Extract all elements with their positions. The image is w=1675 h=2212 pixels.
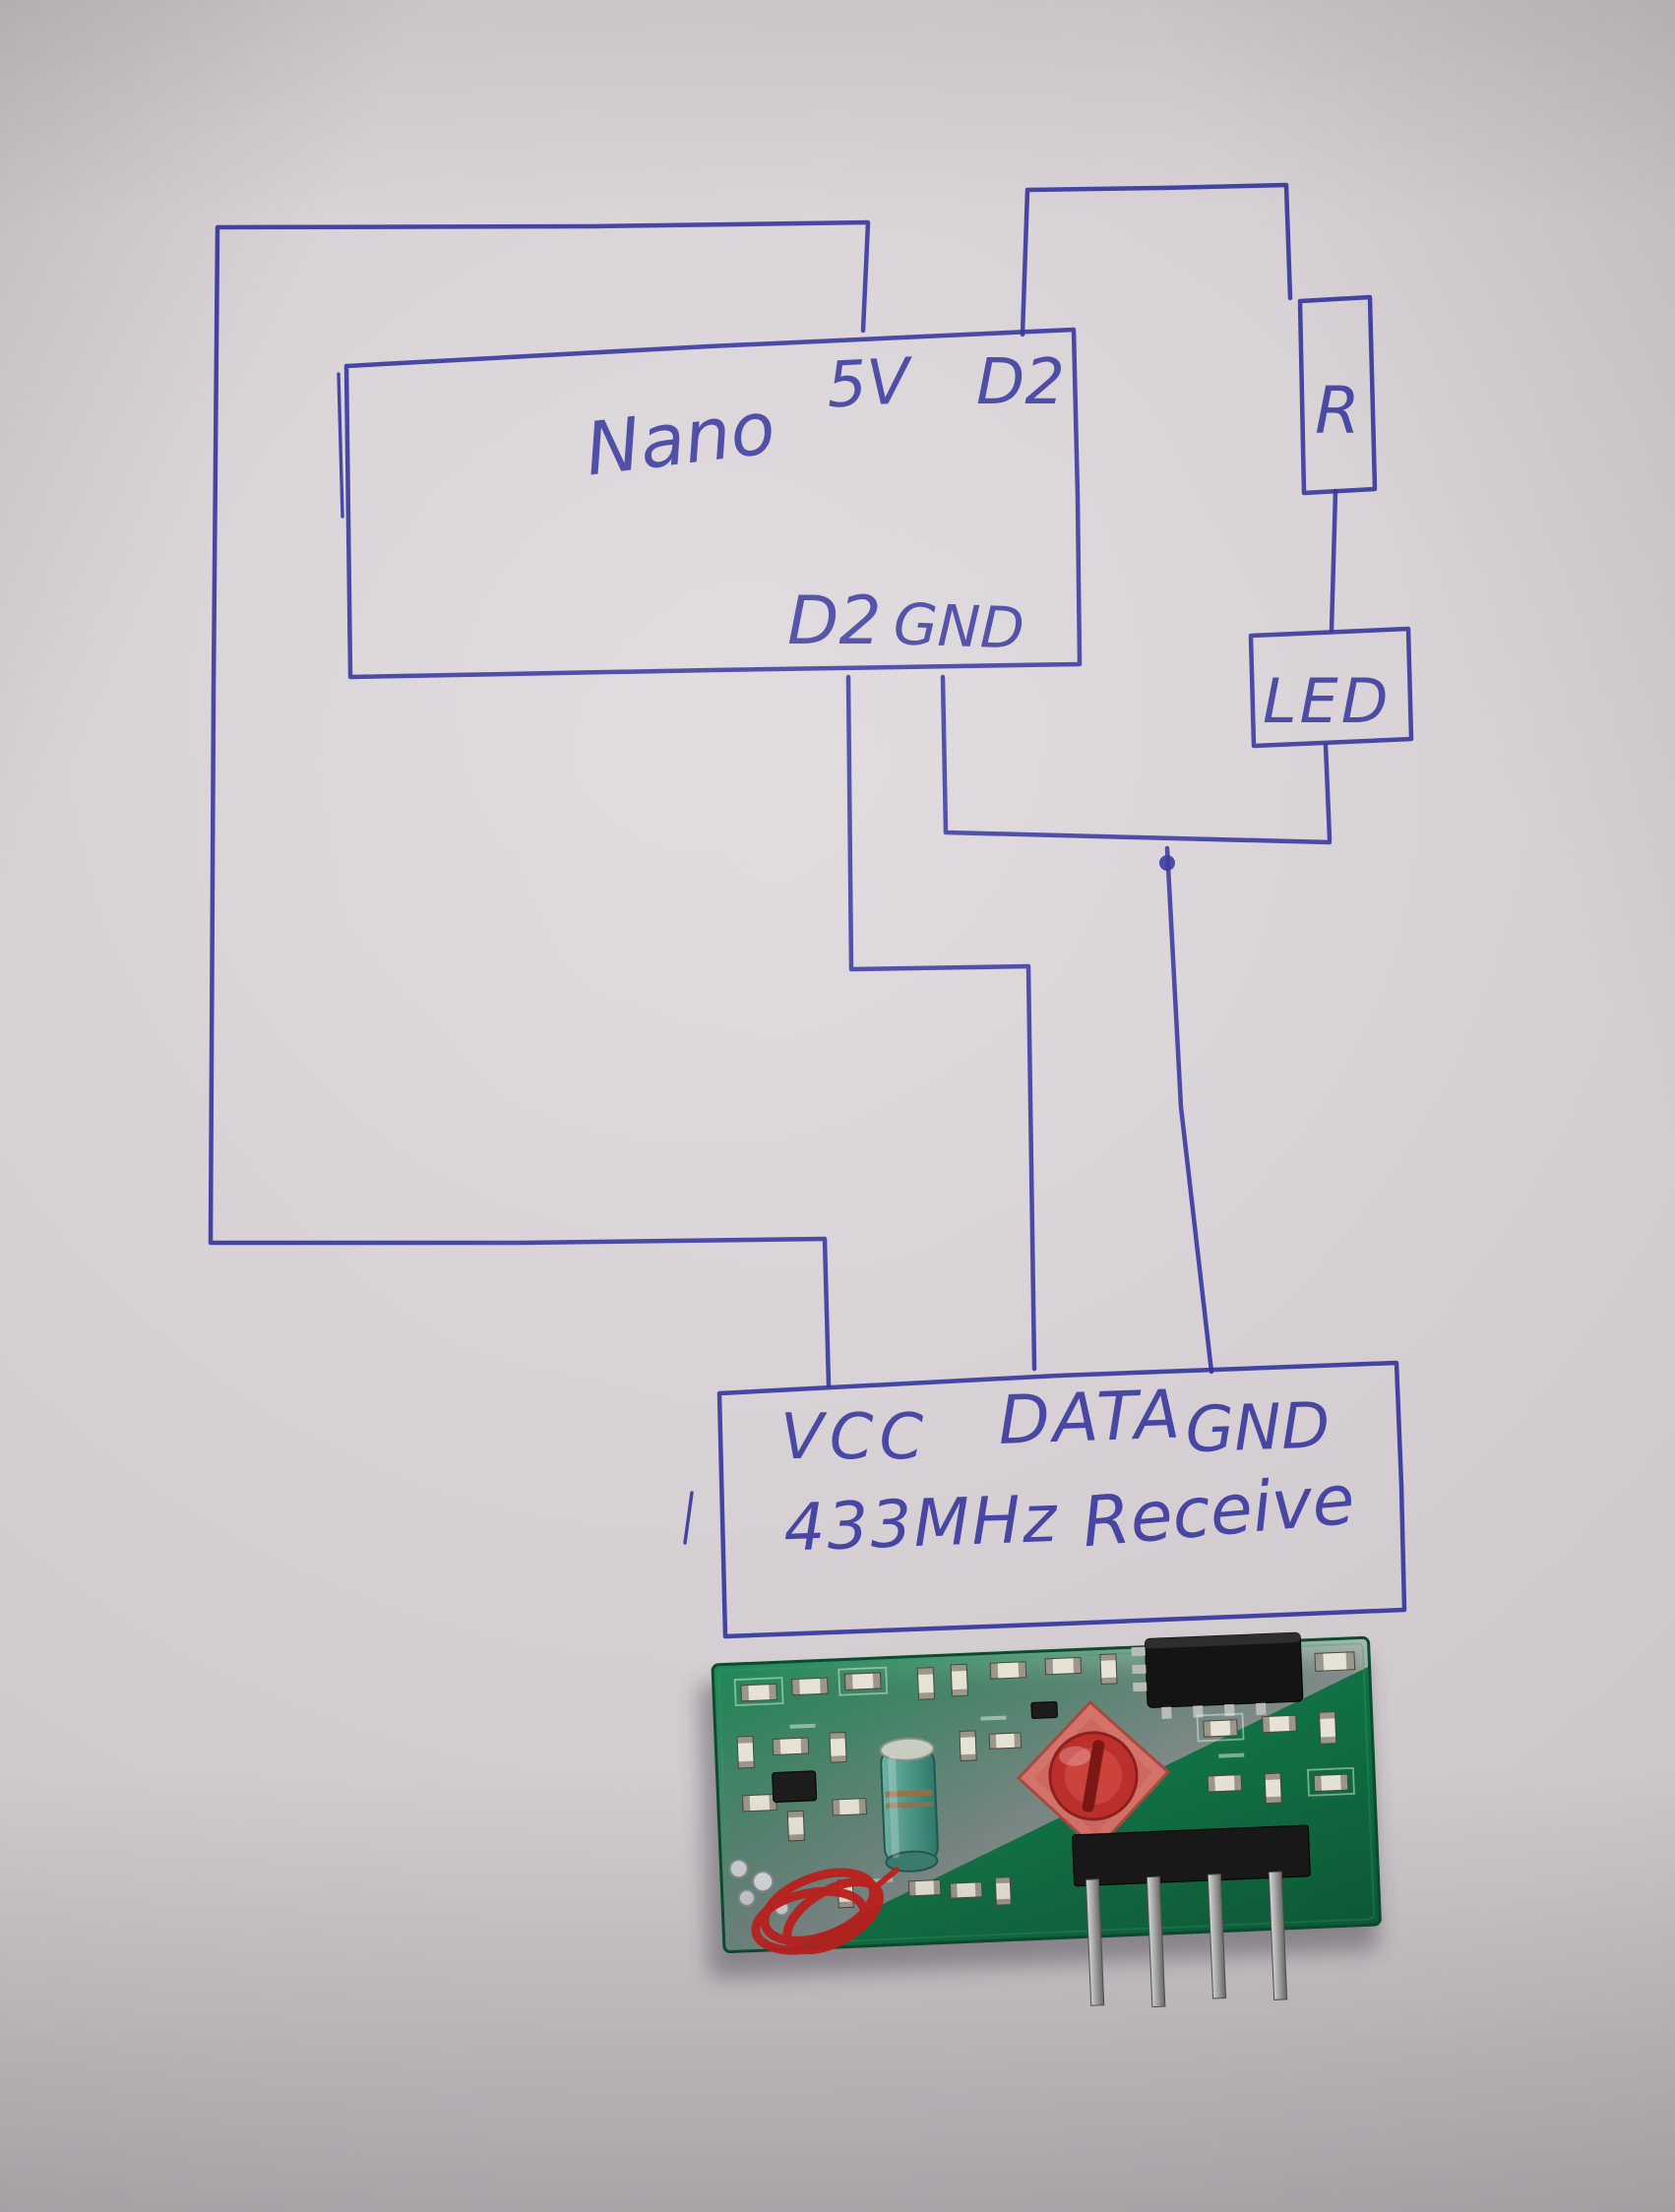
antenna-coil-loop: [782, 1877, 884, 1955]
smd-resistor: [829, 1731, 847, 1763]
resistor-box: [1297, 294, 1378, 496]
ic-lead: [1133, 1682, 1148, 1692]
wire-gnd-rail: [940, 674, 1333, 845]
ic-highlight: [1145, 1632, 1301, 1649]
nano-pin-d2-top-label: D2: [976, 346, 1065, 419]
receiver-box: [716, 1360, 1407, 1639]
solder-joint: [728, 1859, 749, 1879]
header-pin: [1207, 1874, 1227, 1999]
inductor-highlight: [888, 1755, 900, 1859]
smd-resistor: [843, 1672, 882, 1690]
silkscreen-text-mark: [789, 1723, 816, 1729]
smd-resistor: [1203, 1719, 1238, 1738]
nano-pin-5v-label: 5V: [825, 345, 915, 423]
smd-resistor: [1207, 1774, 1243, 1793]
inductor-bottom-cap: [885, 1850, 939, 1873]
smd-resistor: [1313, 1773, 1349, 1793]
stray-pen-mark: [683, 1491, 694, 1545]
silkscreen-text-mark: [1218, 1752, 1245, 1758]
silkscreen-marks: [733, 1666, 1355, 1883]
receiver-pin-data-label: DATA: [997, 1376, 1184, 1460]
smd-resistor: [786, 1810, 805, 1842]
nano-label: Nano: [581, 386, 779, 493]
smd-resistor: [916, 1667, 936, 1700]
smd-resistor: [832, 1798, 867, 1816]
wire-junction-to-receiver-gnd: [1164, 845, 1214, 1375]
silkscreen-text-mark: [980, 1715, 1007, 1721]
inductor-winding: [885, 1789, 933, 1798]
antenna-coil: [751, 1867, 900, 1955]
pcb-board-edge-highlight: [717, 1642, 1376, 1947]
led-box: [1248, 626, 1414, 749]
smd-resistor: [1314, 1651, 1356, 1672]
silkscreen-outline: [1196, 1712, 1245, 1743]
silkscreen-outline: [733, 1677, 784, 1707]
smd-resistor: [994, 1876, 1012, 1906]
wire-d2-to-data: [845, 674, 1037, 1372]
schematic: Nano 5V D2 D2 GND R LED VCC DATA GND 433…: [208, 182, 1414, 1639]
wire-led-to-junction: [1323, 742, 1333, 842]
pin-header-base: [1072, 1824, 1311, 1887]
silkscreen-outline: [838, 1666, 889, 1696]
nano-box-retrace: [337, 372, 344, 519]
solder-joint: [737, 1888, 756, 1907]
smd-resistor: [1099, 1653, 1118, 1686]
receiver-pin-gnd-label: GND: [1184, 1389, 1331, 1467]
header-pin: [1085, 1878, 1105, 2006]
smd-resistor: [1262, 1714, 1297, 1734]
pin-header: [1072, 1824, 1311, 2008]
trimmer-inductor: [1016, 1699, 1171, 1852]
receiver-pin-vcc-label: VCC: [780, 1401, 929, 1474]
smd-resistor: [740, 1683, 777, 1702]
inductor-top-cap: [879, 1737, 935, 1761]
smd-resistor: [791, 1677, 829, 1696]
smd-diode: [1030, 1700, 1058, 1719]
smd-resistor: [772, 1737, 810, 1756]
smd-components: [736, 1651, 1356, 1909]
ic-lead: [1131, 1646, 1146, 1657]
smd-resistor: [988, 1732, 1023, 1750]
inductor-coil: [879, 1737, 939, 1873]
smd-resistor: [1044, 1656, 1083, 1676]
inductor-winding: [885, 1801, 934, 1809]
nano-box: [343, 327, 1083, 680]
smd-resistor: [1264, 1772, 1282, 1805]
smd-resistor: [1318, 1711, 1337, 1745]
smd-resistor: [907, 1879, 942, 1897]
smd-resistor: [959, 1730, 977, 1762]
smd-resistor: [989, 1661, 1027, 1680]
silkscreen-outline: [1306, 1766, 1355, 1797]
ic-lead: [1256, 1702, 1267, 1715]
smd-resistor: [949, 1881, 983, 1899]
antenna-coil-lead: [870, 1867, 900, 1892]
header-pin: [1268, 1871, 1288, 2000]
smd-resistor: [736, 1735, 755, 1769]
trimmer-highlight: [1059, 1746, 1091, 1766]
receiver-name-label: Receive: [1079, 1458, 1357, 1563]
header-pin: [1146, 1875, 1166, 2008]
led-label: LED: [1263, 665, 1391, 737]
wire-5v-to-vcc: [208, 219, 871, 1388]
trimmer-slot: [1082, 1740, 1105, 1813]
ic-lead: [1132, 1664, 1147, 1675]
smd-resistor: [741, 1793, 777, 1813]
wire-resistor-to-led: [1329, 488, 1338, 634]
solder-joint: [752, 1871, 775, 1893]
resistor-label: R: [1315, 373, 1360, 449]
receiver-freq-label: 433MHz: [782, 1481, 1060, 1567]
nano-pin-gnd-label: GND: [893, 590, 1025, 662]
smd-transistor: [772, 1770, 818, 1803]
wire-d2-to-resistor: [1020, 182, 1293, 338]
nano-pin-d2-bottom-label: D2: [787, 583, 882, 660]
smd-resistor: [950, 1663, 968, 1697]
ic-lead: [1161, 1706, 1172, 1719]
pcb-module: [711, 1631, 1382, 2008]
ic-chip: [1131, 1631, 1304, 1719]
